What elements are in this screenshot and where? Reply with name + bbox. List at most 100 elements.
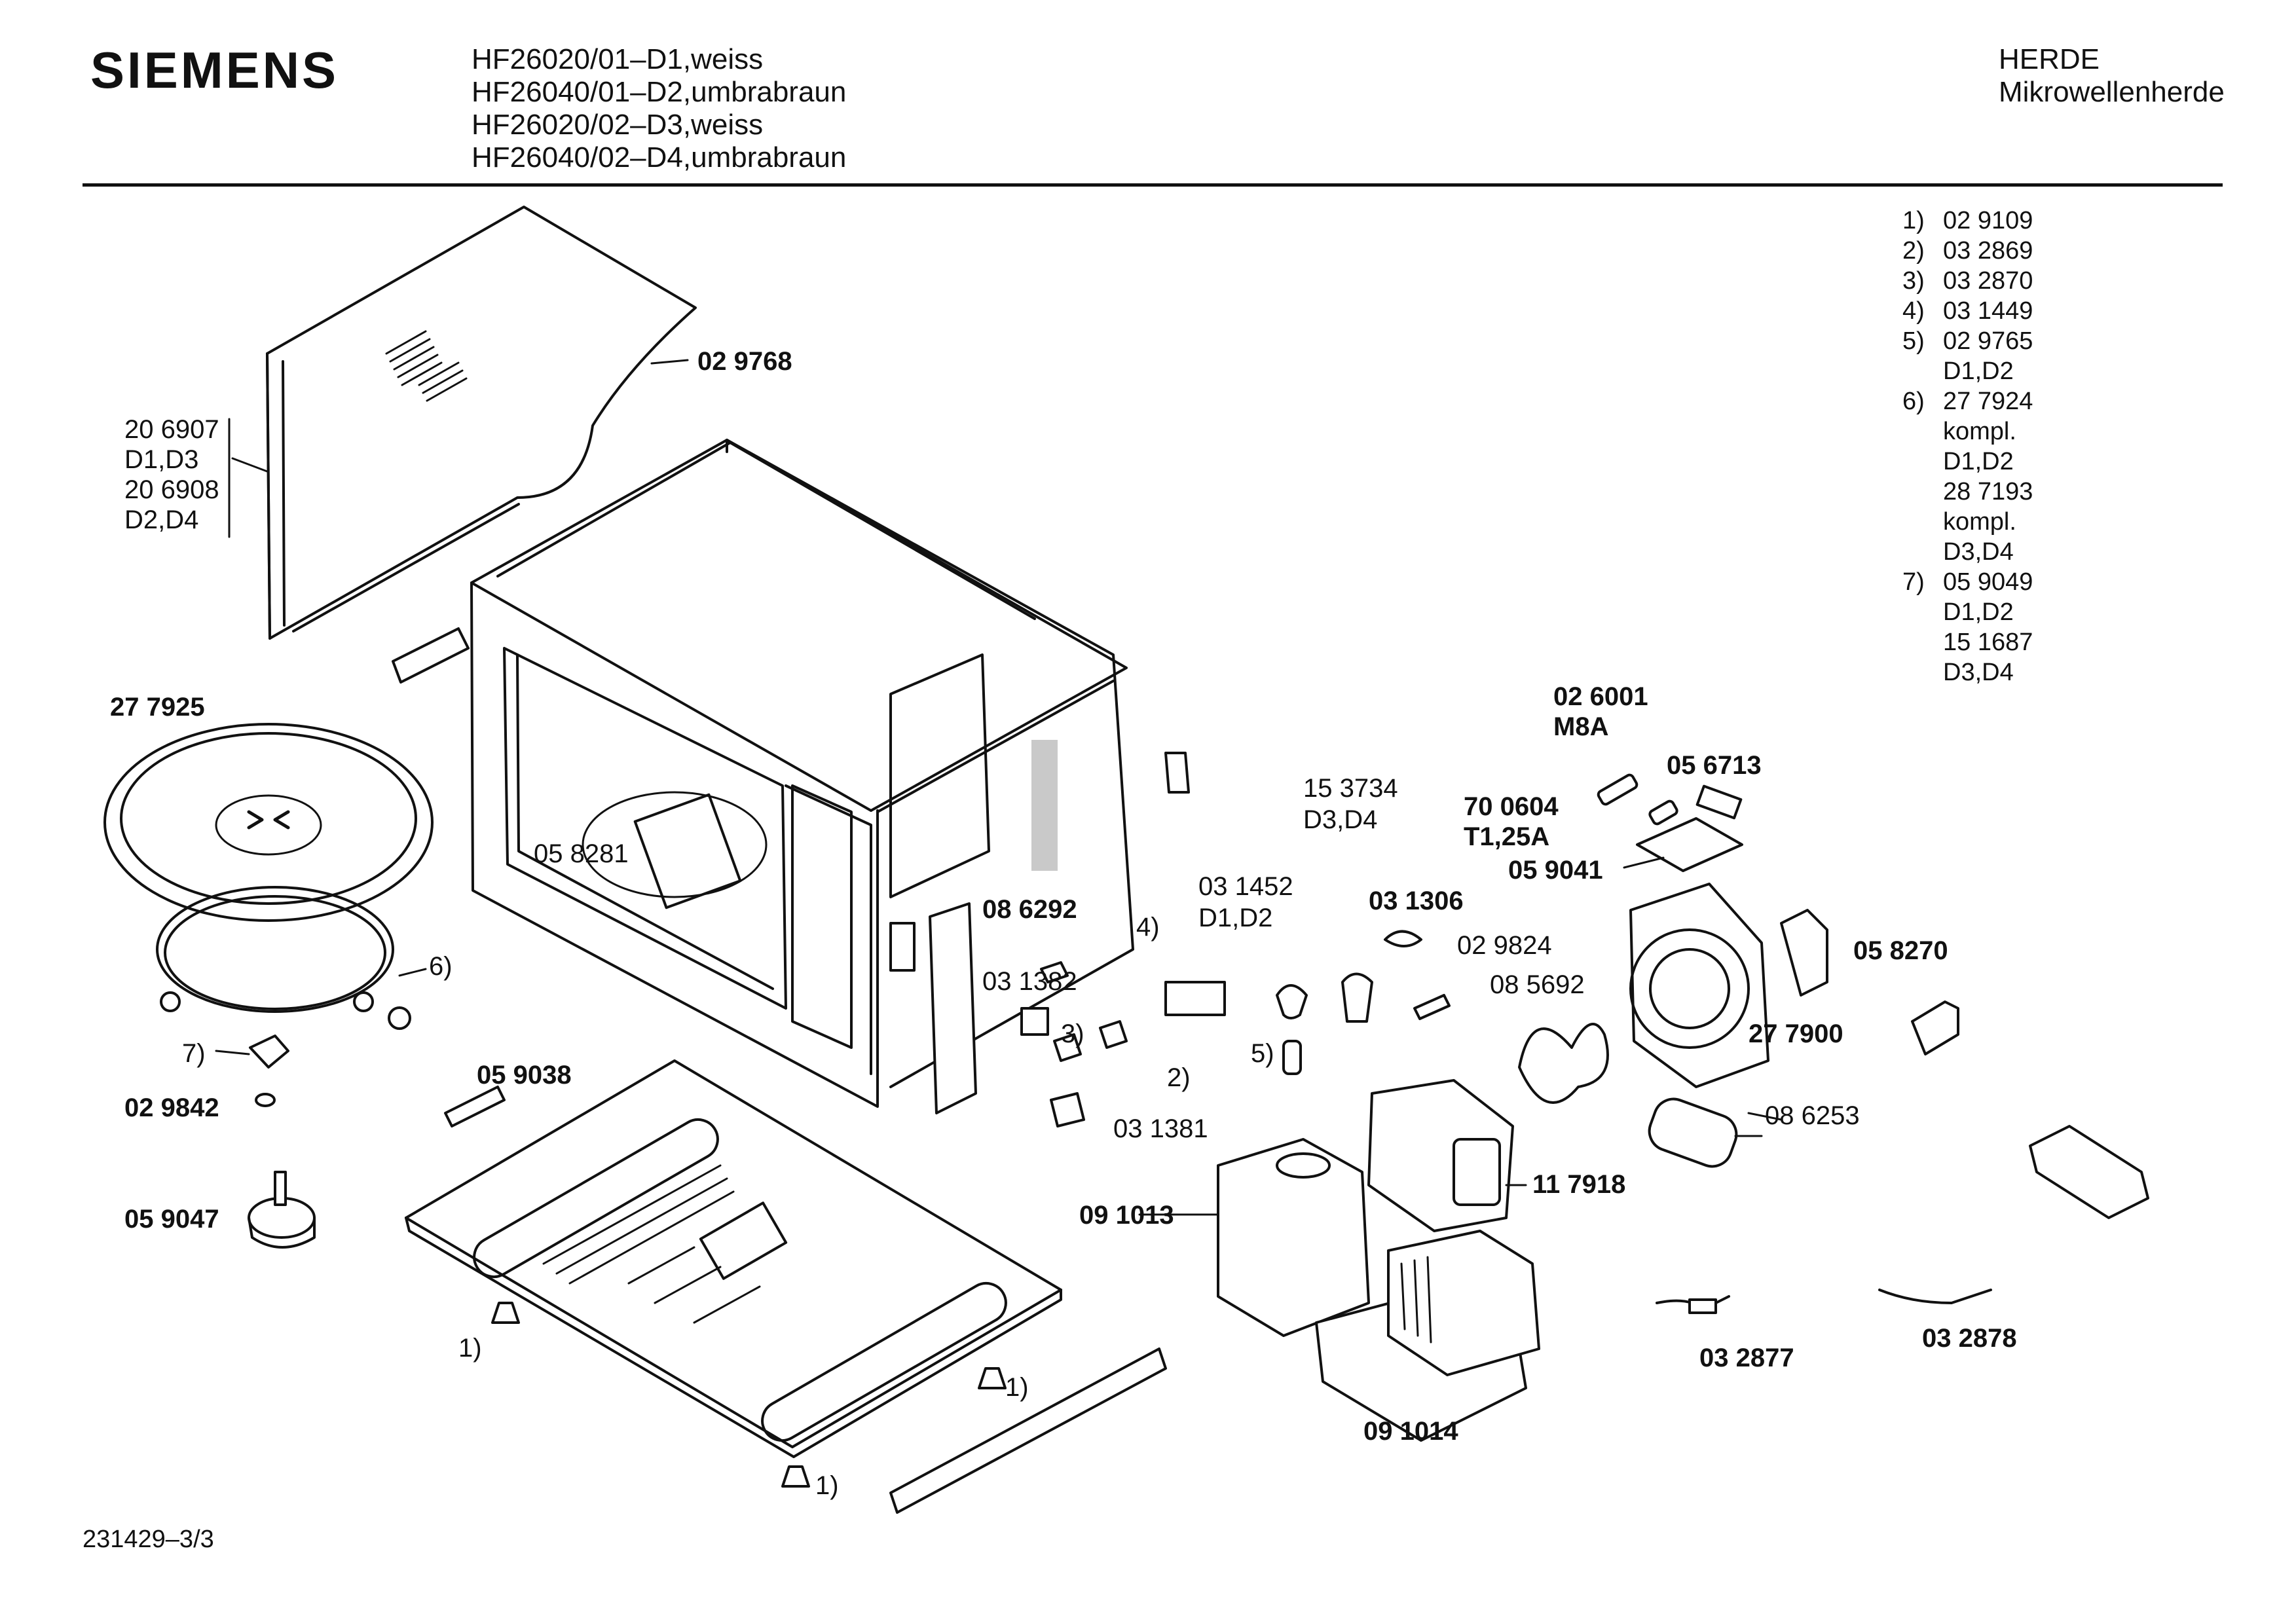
cavity-turntable-window: [583, 792, 766, 897]
legend-entry-2: 2)03 2869: [1902, 237, 2033, 265]
part-label: 08 6253: [1765, 1101, 1860, 1130]
part-label: 05 9038: [477, 1061, 572, 1090]
turntable-plate: [105, 724, 432, 921]
legend-entry-5: 5)02 9765: [1902, 327, 2033, 355]
ref-label: 1): [815, 1471, 839, 1500]
legend-entry-1: 1)02 9109: [1902, 207, 2033, 234]
foot-pads: [492, 1303, 1005, 1486]
legend-entry-7-line: D3,D4: [1943, 659, 2014, 686]
ref-label: 7): [182, 1039, 206, 1068]
legend-entry-6-line: 28 7193: [1943, 478, 2033, 505]
part-variant: D2,D4: [124, 505, 199, 534]
reference-legend: 1)02 9109 2)03 2869 3)03 2870 4)03 1449 …: [1902, 206, 2033, 687]
model-line: HF26040/02–D4,umbrabraun: [472, 141, 847, 174]
part-variant: T1,25A: [1464, 822, 1550, 851]
waveguide: [1218, 1139, 1369, 1336]
leader-lines: [216, 360, 1781, 1215]
part-label: 27 7925: [110, 693, 205, 722]
cavity-vent-dots: [1031, 740, 1058, 871]
fuse-group: [1597, 773, 1742, 871]
turntable-motor: [249, 1172, 314, 1247]
cavity-latch-slot: [891, 923, 914, 970]
part-label: 03 1382: [982, 967, 1077, 996]
part-label: 02 9768: [697, 347, 792, 376]
part-label: 03 1381: [1113, 1114, 1208, 1143]
ref-label: 1): [458, 1334, 482, 1363]
rail-piece: [2030, 1126, 2148, 1218]
capacitor: [1644, 1093, 1742, 1172]
part-label: 03 1306: [1369, 887, 1464, 915]
magnetron: [1369, 1080, 1513, 1231]
roller-ring: [157, 887, 410, 1029]
category-title: HERDE: [1999, 43, 2100, 75]
model-list: HF26020/01–D1,weiss HF26040/01–D2,umbrab…: [472, 43, 846, 174]
header-divider: [83, 183, 2223, 187]
fan-housing: [1631, 884, 1827, 1087]
model-line: HF26020/02–D3,weiss: [472, 109, 764, 141]
part-label: 20 6908: [124, 475, 219, 504]
cavity-waveguide-cover: [635, 795, 741, 908]
ref-label: 1): [1005, 1373, 1029, 1402]
part-label: 03 1452: [1198, 872, 1293, 901]
cover-vent-slots: [386, 331, 466, 401]
side-rails: [393, 629, 1166, 1512]
turntable-coupler: [250, 1036, 288, 1106]
outer-cover: [267, 207, 695, 638]
base-plate: [406, 1061, 1061, 1457]
part-label: 09 1013: [1079, 1201, 1174, 1230]
part-label: 05 6713: [1667, 751, 1762, 780]
part-label: 08 5692: [1490, 970, 1585, 999]
part-label: 70 0604: [1464, 792, 1559, 821]
part-label: 05 9047: [124, 1205, 219, 1234]
document-id: 231429–3/3: [83, 1526, 214, 1553]
fan-blade: [1519, 1024, 1608, 1103]
ref-label: 5): [1251, 1039, 1274, 1068]
part-variant: D3,D4: [1303, 805, 1378, 834]
cable-harness-032878: [1879, 1290, 1991, 1303]
part-label: 02 9824: [1457, 931, 1552, 960]
part-label: 03 2878: [1922, 1324, 2017, 1353]
cable-harness-032877: [1657, 1296, 1729, 1313]
category-subtitle: Mikrowellenherde: [1999, 76, 2225, 108]
base-vent-slots: [544, 1165, 760, 1323]
part-label: 05 9041: [1508, 856, 1603, 885]
transformer: [1316, 1231, 1539, 1440]
legend-entry-7-line: 15 1687: [1943, 629, 2033, 656]
part-label: 02 6001: [1553, 682, 1648, 711]
part-label: 05 8270: [1853, 936, 1948, 965]
legend-entry-3: 3)03 2870: [1902, 267, 2033, 295]
bracket-059038: [445, 1087, 504, 1126]
legend-entry-4: 4)03 1449: [1902, 297, 2033, 325]
model-line: HF26020/01–D1,weiss: [472, 43, 764, 75]
ref-label: 3): [1061, 1019, 1084, 1048]
legend-entry-7: 7)05 9049: [1902, 568, 2033, 596]
legend-entry-6: 6)27 7924: [1902, 388, 2033, 415]
part-variant: D1,D3: [124, 445, 199, 474]
part-label: 05 8281: [534, 839, 629, 868]
small-parts: [1166, 753, 1449, 1074]
legend-entry-6-line: D3,D4: [1943, 538, 2014, 566]
legend-entry-6-line: D1,D2: [1943, 448, 2014, 475]
model-line: HF26040/01–D2,umbrabraun: [472, 76, 847, 108]
ref-label: 6): [429, 952, 453, 981]
part-label: 08 6292: [982, 895, 1077, 924]
control-switch-rail: [930, 904, 1126, 1126]
part-label: 09 1014: [1363, 1417, 1458, 1446]
part-label: 03 2877: [1699, 1344, 1794, 1372]
part-label: 02 9842: [124, 1093, 219, 1122]
part-variant: D1,D2: [1198, 904, 1273, 932]
ref-label: 4): [1136, 913, 1160, 942]
legend-entry-5-variant: D1,D2: [1943, 357, 2014, 385]
part-label: 15 3734: [1303, 774, 1398, 803]
part-label: 11 7918: [1532, 1170, 1626, 1199]
brand-logo: SIEMENS: [90, 41, 339, 99]
legend-entry-7-line: D1,D2: [1943, 598, 2014, 626]
ref-label: 2): [1167, 1063, 1191, 1092]
part-variant: M8A: [1553, 712, 1609, 741]
legend-entry-6-line: kompl.: [1943, 508, 2016, 536]
door-bracket: [1912, 1002, 1958, 1054]
legend-entry-6-line: kompl.: [1943, 418, 2016, 445]
category-block: HERDE Mikrowellenherde: [1999, 43, 2225, 109]
part-label: 27 7900: [1749, 1019, 1843, 1048]
